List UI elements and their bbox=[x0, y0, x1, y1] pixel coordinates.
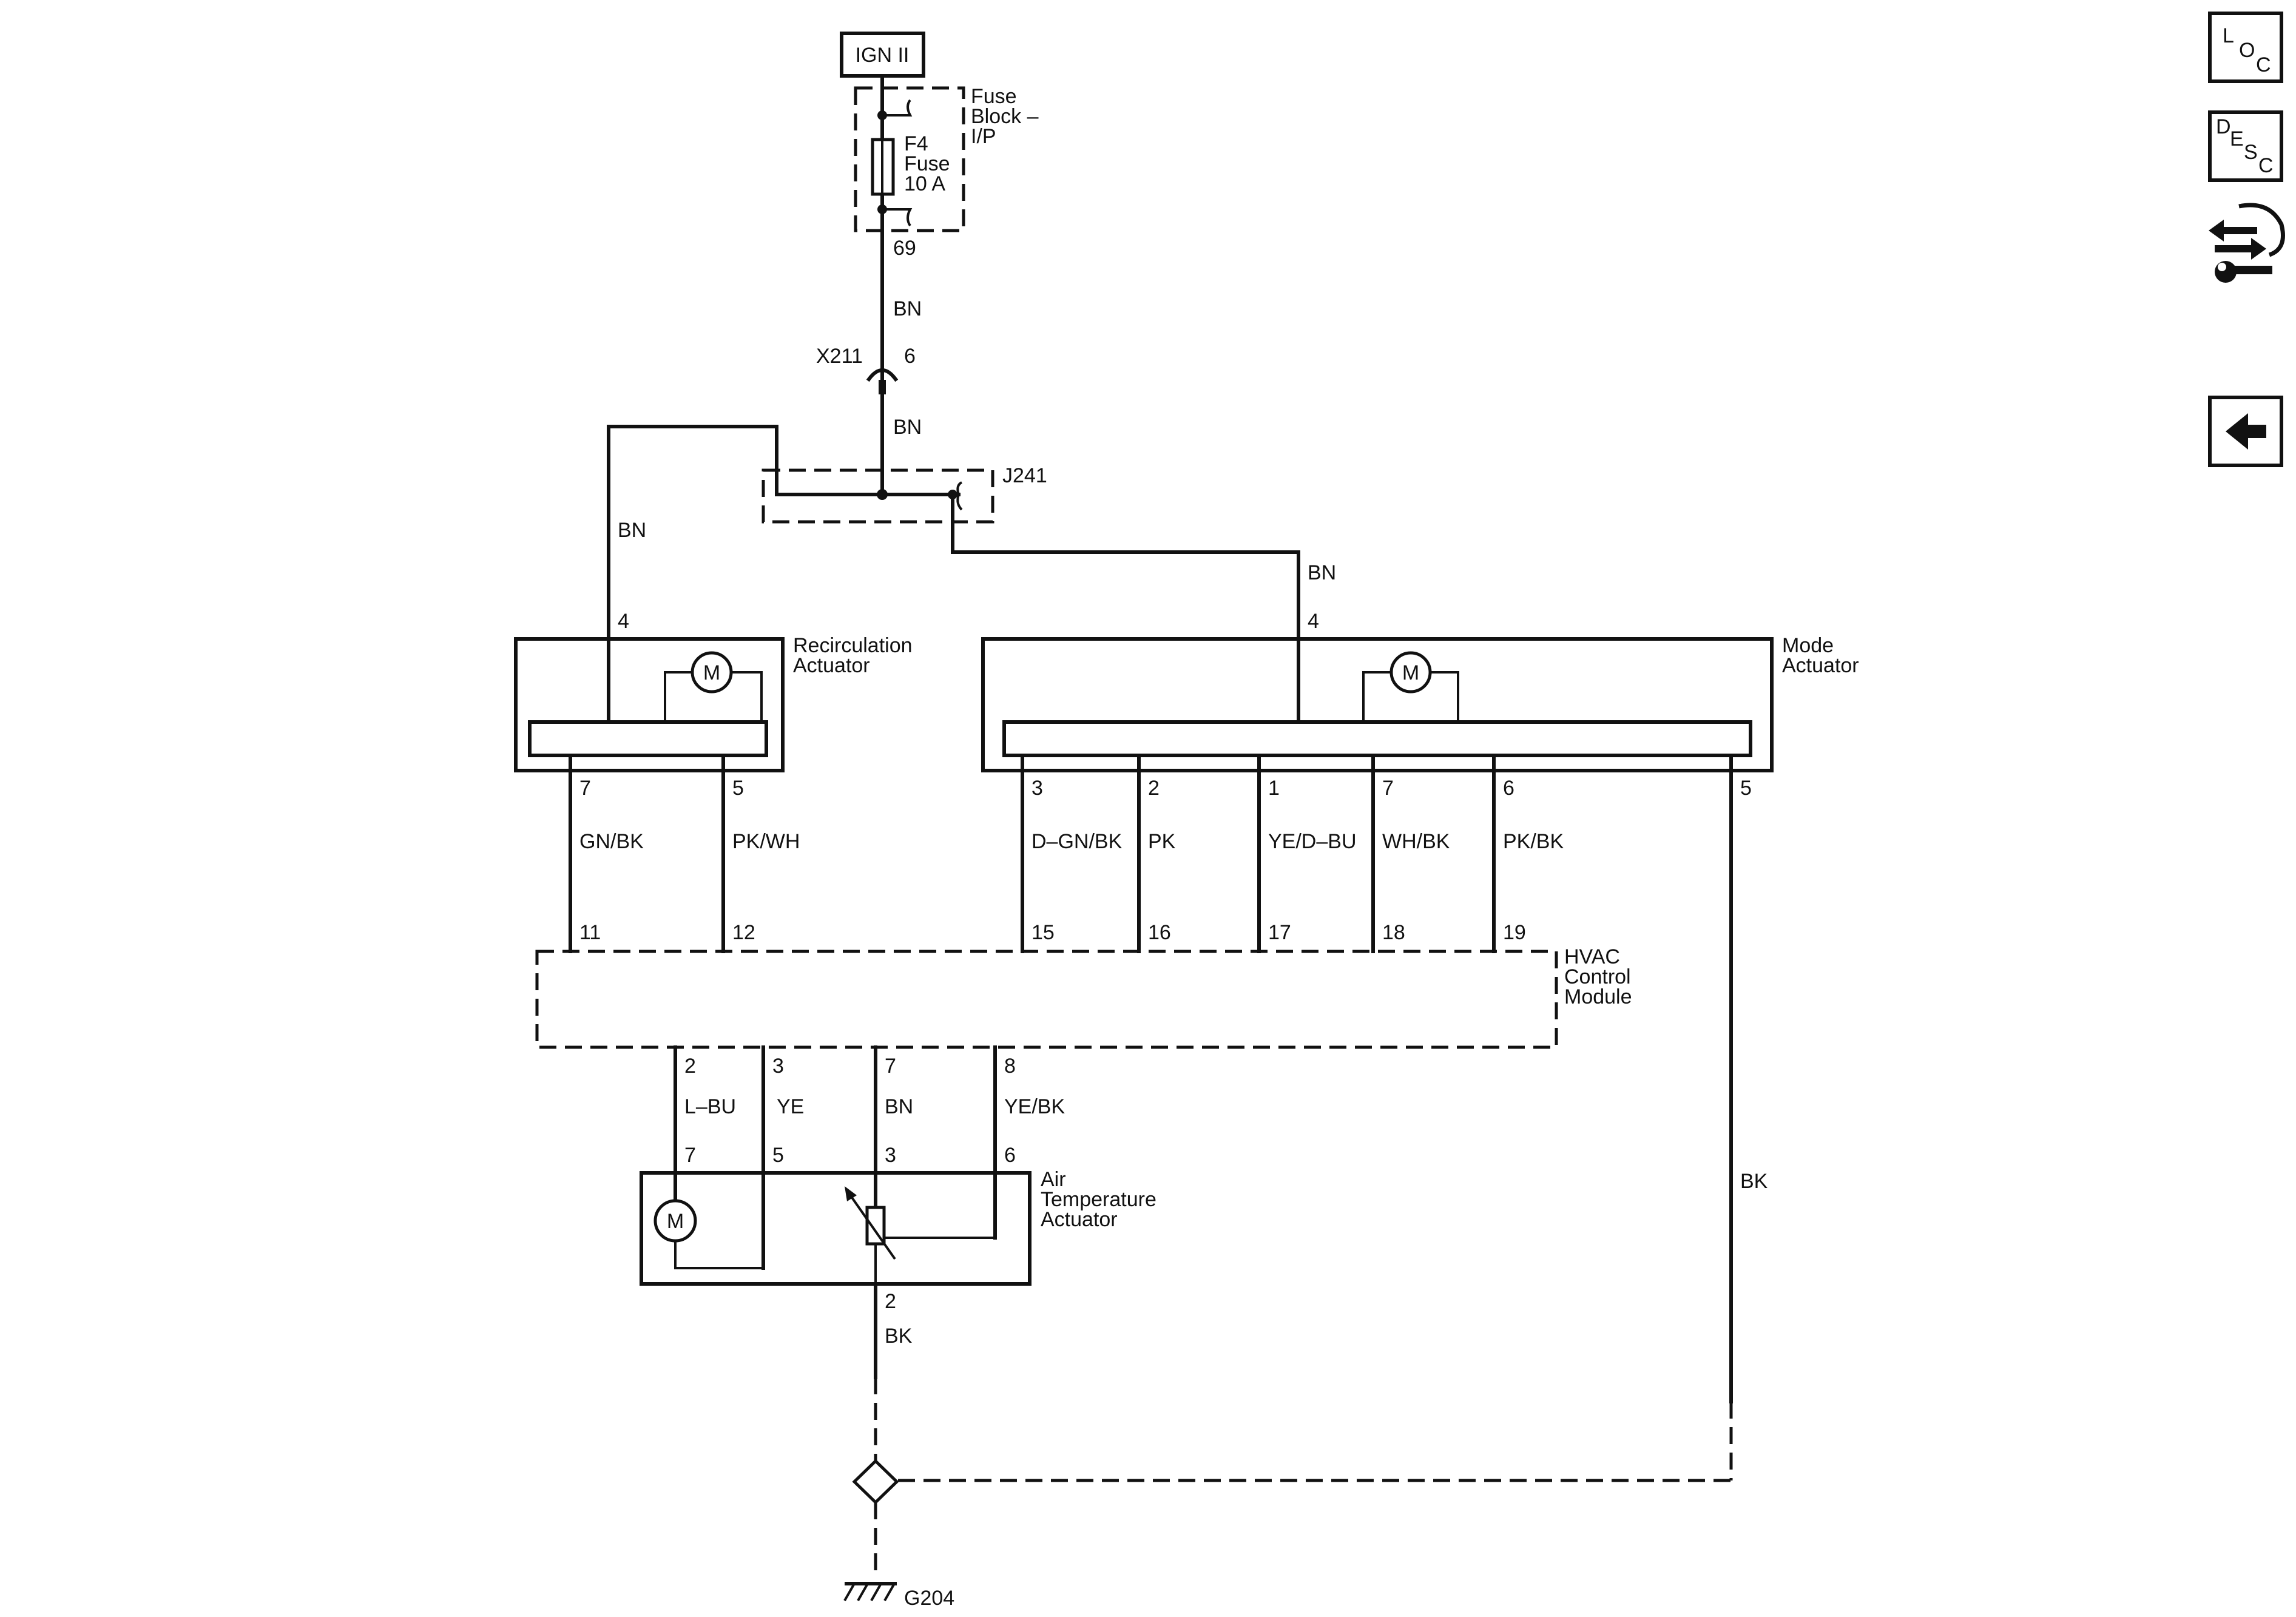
mode-hvac-pin-19: 19 bbox=[1503, 921, 1526, 944]
mode-wire-color-3: D–GN/BK bbox=[1032, 830, 1123, 853]
ground-name: G204 bbox=[904, 1587, 954, 1610]
desc-letter-c: C bbox=[2258, 154, 2274, 177]
air-wire-color-7: L–BU bbox=[684, 1095, 736, 1118]
wire-color-feed-2: BN bbox=[893, 416, 922, 439]
recirc-actuator-name-1: Recirculation bbox=[793, 634, 913, 657]
air-temp-actuator: M Air Temperature Actuator bbox=[640, 1168, 1156, 1286]
recirc-motor-label: M bbox=[703, 661, 720, 684]
ground-symbol-icon bbox=[843, 1582, 897, 1601]
air-hvac-pin-8: 8 bbox=[1004, 1055, 1016, 1078]
fuse-block-name-1: Fuse bbox=[971, 85, 1017, 108]
recirc-pin-7: 7 bbox=[579, 777, 591, 800]
air-pin-5: 5 bbox=[772, 1144, 784, 1167]
hvac-module-outline bbox=[535, 950, 1558, 1049]
air-pin-7: 7 bbox=[684, 1144, 696, 1167]
desc-letter-e: E bbox=[2230, 127, 2244, 150]
recirc-wire-color-5: PK/WH bbox=[732, 830, 800, 853]
recirc-wire-color-7: GN/BK bbox=[579, 830, 644, 853]
mode-actuator-name-2: Actuator bbox=[1782, 654, 1859, 677]
mode-actuator-name-1: Mode bbox=[1782, 634, 1834, 657]
back-button[interactable] bbox=[2208, 396, 2283, 467]
mode-pin-1: 1 bbox=[1268, 777, 1280, 800]
mode-actuator: 4 Mode Actuator M bbox=[981, 610, 1859, 772]
mode-pin-3: 3 bbox=[1032, 777, 1043, 800]
recirc-actuator: 4 Recirculation Actuator M bbox=[514, 610, 913, 772]
air-ground-color: BK bbox=[885, 1325, 913, 1348]
loc-letter-l: L bbox=[2223, 24, 2234, 47]
diagnostics-wrench-icon[interactable] bbox=[2209, 203, 2285, 283]
mode-ground-color: BK bbox=[1740, 1170, 1768, 1193]
air-actuator-name-1: Air bbox=[1041, 1168, 1066, 1191]
mode-pin-6: 6 bbox=[1503, 777, 1514, 800]
loc-letter-c: C bbox=[2256, 53, 2271, 76]
air-ground-pin: 2 bbox=[885, 1290, 896, 1313]
mode-wire-color-2: PK bbox=[1148, 830, 1176, 853]
loc-button[interactable]: L O C bbox=[2208, 12, 2283, 83]
back-arrow-icon bbox=[2226, 413, 2266, 450]
air-wire-color-5: YE bbox=[777, 1095, 804, 1118]
mode-ground-pin: 5 bbox=[1740, 777, 1752, 800]
recirc-actuator-pin-power: 4 bbox=[618, 610, 629, 633]
connector-x211-icon bbox=[866, 368, 899, 382]
recirc-hvac-pin-12: 12 bbox=[732, 921, 755, 944]
fuse-type: Fuse bbox=[904, 152, 950, 175]
air-hvac-pin-7: 7 bbox=[885, 1055, 896, 1078]
recirc-motor-icon bbox=[690, 651, 733, 694]
mode-pin-2: 2 bbox=[1148, 777, 1160, 800]
recirc-pin-5: 5 bbox=[732, 777, 744, 800]
fuse-id: F4 bbox=[904, 132, 928, 155]
hvac-module-name-2: Control bbox=[1564, 965, 1631, 988]
fuse-block-outline bbox=[854, 86, 965, 232]
wire-color-recirc-feed: BN bbox=[618, 519, 646, 542]
recirc-actuator-name-2: Actuator bbox=[793, 654, 870, 677]
air-motor-label: M bbox=[667, 1210, 684, 1233]
desc-letter-s: S bbox=[2244, 141, 2258, 164]
air-pin-6: 6 bbox=[1004, 1144, 1016, 1167]
air-pin-3: 3 bbox=[885, 1144, 896, 1167]
loc-letter-o: O bbox=[2239, 39, 2255, 62]
air-hvac-pin-2: 2 bbox=[684, 1055, 696, 1078]
mode-hvac-pin-17: 17 bbox=[1268, 921, 1291, 944]
mode-hvac-pin-16: 16 bbox=[1148, 921, 1171, 944]
air-wire-color-3: BN bbox=[885, 1095, 913, 1118]
wire-color-feed-1: BN bbox=[893, 297, 922, 320]
hvac-module-name-3: Module bbox=[1564, 985, 1632, 1008]
splice-j241-name: J241 bbox=[1002, 464, 1047, 487]
fuse-out-pin: 69 bbox=[893, 237, 916, 260]
ground-splice-icon bbox=[852, 1459, 899, 1505]
mode-hvac-pin-15: 15 bbox=[1032, 921, 1055, 944]
mode-pin-7: 7 bbox=[1382, 777, 1394, 800]
mode-motor-icon bbox=[1389, 651, 1432, 694]
fuse-block-name-3: I/P bbox=[971, 125, 996, 148]
desc-letter-d: D bbox=[2216, 115, 2231, 138]
fuse-rating: 10 A bbox=[904, 172, 945, 195]
mode-wire-color-7: WH/BK bbox=[1382, 830, 1450, 853]
connector-x211-pin: 6 bbox=[904, 345, 916, 368]
recirc-hvac-pin-11: 11 bbox=[579, 921, 601, 944]
mode-wire-color-1: YE/D–BU bbox=[1268, 830, 1357, 853]
mode-actuator-pin-power: 4 bbox=[1308, 610, 1319, 633]
wire-color-mode-feed: BN bbox=[1308, 561, 1336, 584]
air-wire-color-6: YE/BK bbox=[1004, 1095, 1065, 1118]
ign-label: IGN II bbox=[856, 44, 910, 67]
air-actuator-name-3: Actuator bbox=[1041, 1208, 1118, 1231]
connector-x211-name: X211 bbox=[816, 345, 863, 368]
air-hvac-pin-3: 3 bbox=[772, 1055, 784, 1078]
hvac-module-name-1: HVAC bbox=[1564, 945, 1620, 968]
mode-motor-label: M bbox=[1402, 661, 1419, 684]
mode-wire-color-6: PK/BK bbox=[1503, 830, 1564, 853]
fuse-block-name-2: Block – bbox=[971, 105, 1039, 128]
splice-j241-outline bbox=[761, 468, 994, 524]
desc-button[interactable]: D E S C bbox=[2208, 110, 2283, 182]
mode-hvac-pin-18: 18 bbox=[1382, 921, 1405, 944]
air-actuator-name-2: Temperature bbox=[1041, 1188, 1156, 1211]
air-motor-icon bbox=[653, 1199, 697, 1243]
